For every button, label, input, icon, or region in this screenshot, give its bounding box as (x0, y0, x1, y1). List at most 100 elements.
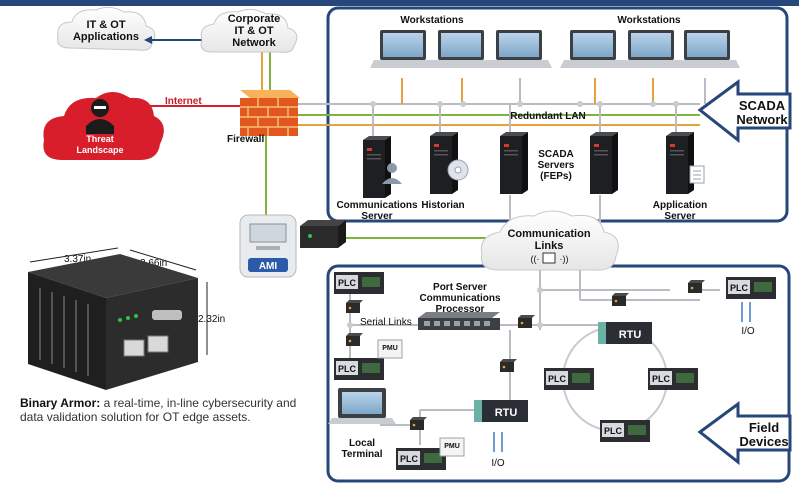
workstation-laptops (370, 30, 740, 68)
workstation-laptop-icon (674, 30, 740, 68)
field-devices-arrow: Field Devices (697, 401, 792, 466)
plc-device: PLC (600, 420, 650, 442)
workstation-laptop-icon (370, 30, 436, 68)
communication-links-cloud: Communication Links ((· ·)) (480, 210, 619, 271)
scada-servers-group (363, 132, 694, 198)
corporate-label-2: IT & OT (234, 25, 273, 37)
it-ot-applications-label-2: Applications (73, 31, 139, 43)
pmu-tag-top: PMU (377, 339, 403, 359)
plc-devices-group: PLC PLC PLC PLC PLC PLC PLC (334, 272, 776, 470)
firewall-icon (240, 90, 300, 136)
threat-label-1: Threat (86, 134, 114, 144)
plc-label: PLC (652, 374, 671, 384)
binary-armor-node-icon (346, 300, 363, 313)
io-arrows-bottom: I/O (491, 432, 505, 469)
rtu-device: RTU (598, 322, 652, 344)
server-tower-icon (363, 136, 391, 198)
local-terminal-laptop (328, 388, 396, 424)
pmu-label-bottom: PMU (444, 443, 460, 450)
network-port-icon (542, 252, 556, 264)
caption-bold: Binary Armor: (20, 396, 101, 410)
workstations-left-label: Workstations (400, 15, 464, 26)
it-ot-applications-cloud: IT & OT Applications (57, 6, 156, 51)
comm-links-label-2: Links (535, 240, 564, 252)
rtu-devices-group: RTU RTU (474, 322, 652, 422)
threat-landscape-cloud: Threat Landscape (43, 92, 164, 160)
plc-label: PLC (338, 278, 357, 288)
ami-meter-icon: AMI (239, 214, 297, 278)
comm-links-label-1: Communication (507, 228, 590, 240)
workstation-laptop-icon (486, 30, 552, 68)
comm-server-label-2: Server (361, 211, 392, 222)
io-arrows-top: I/O (741, 302, 755, 337)
binary-armor-device-illustration: 3.37in 3.66in 2.32in (28, 247, 225, 390)
server-tower-icon (500, 132, 528, 194)
scada-servers-label-2: Servers (538, 160, 575, 171)
device-width-label: 3.37in (64, 254, 91, 265)
device-caption: Binary Armor: a real-time, in-line cyber… (20, 396, 300, 424)
binary-armor-small-device (300, 220, 346, 248)
port-server-label-3: Processor (436, 304, 485, 315)
disc-icon (447, 159, 469, 181)
threat-label-2: Landscape (76, 145, 123, 155)
serial-links-label: Serial Links (360, 317, 412, 328)
field-title-1: Field (749, 420, 779, 435)
io-label-top: I/O (741, 326, 755, 337)
binary-armor-node-icon (346, 333, 363, 346)
plc-device: PLC (334, 272, 384, 294)
plc-label: PLC (400, 454, 419, 464)
pmu-tag-bottom: PMU (439, 437, 465, 457)
workstation-laptop-icon (428, 30, 494, 68)
document-icon (689, 165, 705, 184)
scada-title-1: SCADA (739, 98, 786, 113)
plc-device: PLC (544, 368, 594, 390)
junction-dots (347, 101, 679, 328)
port-server-device (418, 312, 500, 330)
signal-right-icon: ·)) (560, 254, 569, 264)
scada-servers-label-1: SCADA (538, 149, 574, 160)
binary-armor-node-icon (410, 417, 427, 430)
corporate-label-1: Corporate (228, 13, 281, 25)
scada-network-arrow: SCADA Network (697, 79, 792, 144)
corporate-network-cloud: Corporate IT & OT Network (200, 8, 298, 53)
app-server-label-1: Application (653, 200, 707, 211)
scada-title-2: Network (736, 112, 788, 127)
caption-text: a real-time, in-line cybersecurity and d… (20, 396, 297, 424)
workstation-laptop-icon (560, 30, 626, 68)
binary-armor-node-icon (688, 280, 705, 293)
plc-device: PLC (396, 448, 446, 470)
plc-device: PLC (726, 277, 776, 299)
pmu-label-top: PMU (382, 345, 398, 352)
field-title-2: Devices (739, 434, 788, 449)
server-tower-icon (666, 132, 694, 194)
scada-servers-label-3: (FEPs) (540, 171, 572, 182)
plc-label: PLC (730, 283, 749, 293)
app-server-label-2: Server (664, 211, 695, 222)
plc-device: PLC (334, 358, 384, 380)
workstation-laptop-icon (618, 30, 684, 68)
local-terminal-label-1: Local (349, 438, 375, 449)
workstations-right-label: Workstations (617, 15, 681, 26)
binary-armor-node-icon (500, 359, 517, 372)
device-depth-label: 3.66in (140, 258, 167, 269)
signal-left-icon: ((· (531, 254, 540, 264)
user-icon (382, 163, 402, 184)
port-server-label-1: Port Server (433, 282, 487, 293)
firewall-label: Firewall (227, 134, 264, 145)
binary-armor-devices-group (346, 280, 705, 430)
internet-label: Internet (165, 96, 202, 107)
rtu-device: RTU (474, 400, 528, 422)
binary-armor-node-icon (518, 315, 535, 328)
comm-server-label-1: Communications (336, 200, 418, 211)
local-terminal-label-2: Terminal (342, 449, 383, 460)
corporate-label-3: Network (232, 37, 276, 49)
server-tower-icon (590, 132, 618, 194)
plc-label: PLC (548, 374, 567, 384)
it-ot-applications-label-1: IT & OT (86, 19, 125, 31)
io-label-bottom: I/O (491, 458, 505, 469)
top-accent-bar (0, 0, 799, 6)
rtu-label: RTU (495, 407, 518, 419)
binary-armor-node-icon (612, 293, 629, 306)
plc-label: PLC (604, 426, 623, 436)
historian-label: Historian (421, 200, 464, 211)
